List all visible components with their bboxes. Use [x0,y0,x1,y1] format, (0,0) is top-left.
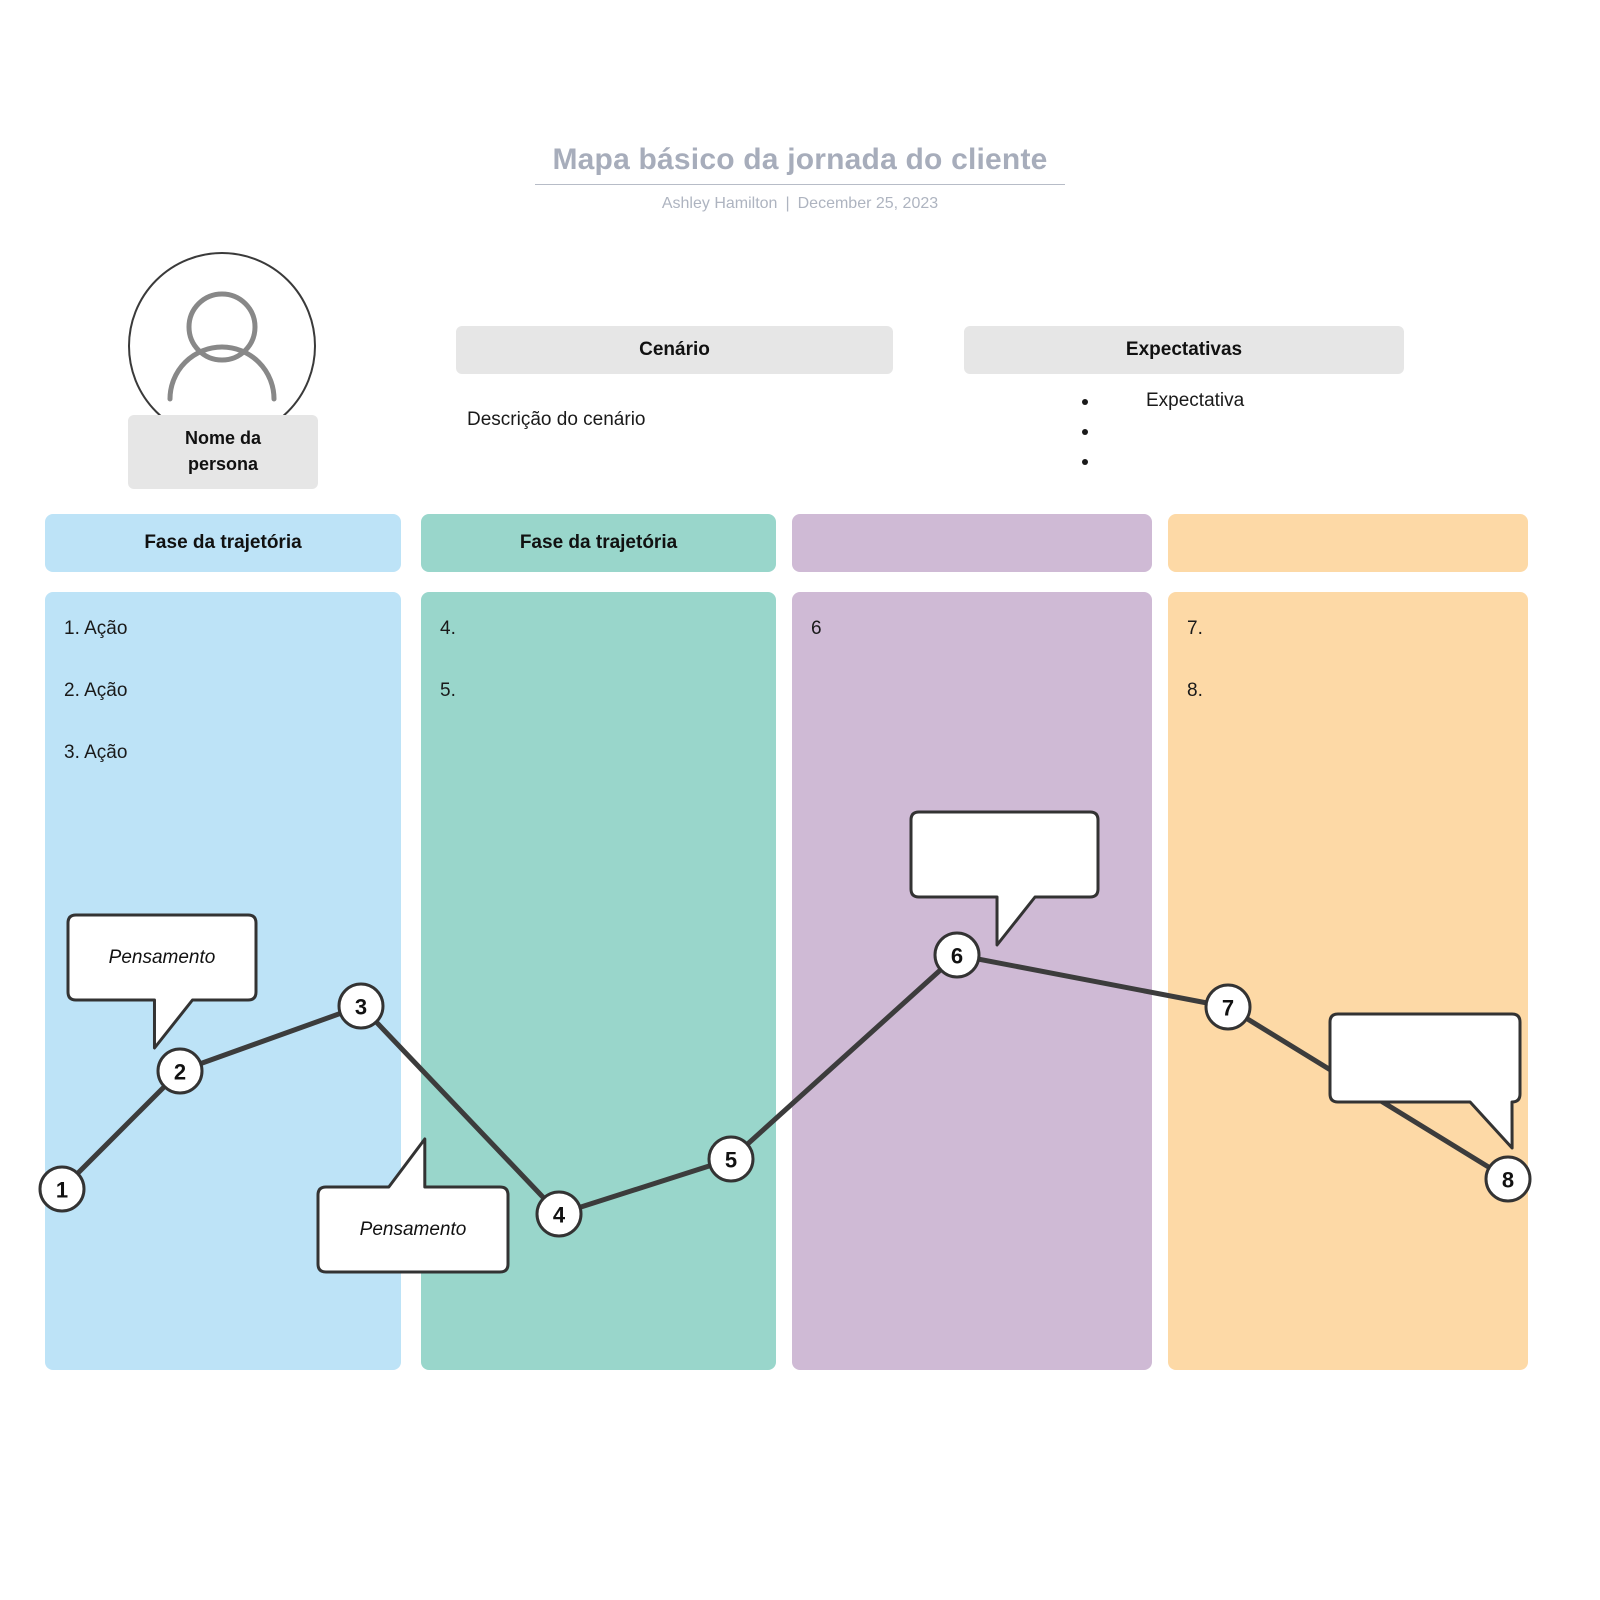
persona-block: Nome da persona [128,252,318,489]
list-item[interactable] [964,416,1404,446]
scenario-description[interactable]: Descrição do cenário [467,409,646,430]
phase-header-4[interactable] [1168,514,1528,572]
action-item[interactable]: 8. [1187,680,1203,701]
scenario-panel: Cenário Descrição do cenário [456,326,893,431]
expectation-text: Expectativa [1146,390,1245,411]
page-title: Mapa básico da jornada do cliente [552,143,1048,176]
phase-header-2[interactable]: Fase da trajetória [421,514,776,572]
phase-body-3: 6 [792,592,1152,1370]
expectations-panel: Expectativas Expectativa [964,326,1404,476]
persona-avatar [128,252,316,440]
list-item[interactable] [964,446,1404,476]
action-item[interactable]: 4. [440,618,456,639]
title-divider [535,184,1065,185]
persona-name-label[interactable]: Nome da persona [128,415,318,489]
document-date: December 25, 2023 [797,195,939,212]
phase-column-4: 7. 8. [1168,514,1528,1370]
action-item[interactable]: 7. [1187,618,1203,639]
phase-column-3: 6 [792,514,1152,1370]
persona-name-line-2: persona [187,454,259,474]
expectations-list: Expectativa [964,386,1404,476]
author-name: Ashley Hamilton [661,195,778,212]
phase-column-1: Fase da trajetória 1. Ação 2. Ação 3. Aç… [45,514,401,1370]
phase-body-1: 1. Ação 2. Ação 3. Ação [45,592,401,1370]
document-byline: Ashley Hamilton | December 25, 2023 [0,195,1600,213]
expectations-header: Expectativas [964,326,1404,374]
action-item[interactable]: 3. Ação [64,742,128,763]
list-item[interactable]: Expectativa [964,386,1404,416]
action-item[interactable]: 1. Ação [64,618,128,639]
phase-header-1[interactable]: Fase da trajetória [45,514,401,572]
action-item[interactable]: 5. [440,680,456,701]
phase-body-4: 7. 8. [1168,592,1528,1370]
action-item[interactable]: 2. Ação [64,680,128,701]
phase-header-3[interactable] [792,514,1152,572]
document-header: Mapa básico da jornada do cliente Ashley… [0,140,1600,213]
persona-name-line-1: Nome da [184,428,262,448]
action-item[interactable]: 6 [811,618,822,639]
byline-separator: | [785,195,790,212]
scenario-header: Cenário [456,326,893,374]
user-avatar-icon [167,291,277,402]
phase-body-2: 4. 5. [421,592,776,1370]
phase-column-2: Fase da trajetória 4. 5. [421,514,776,1370]
